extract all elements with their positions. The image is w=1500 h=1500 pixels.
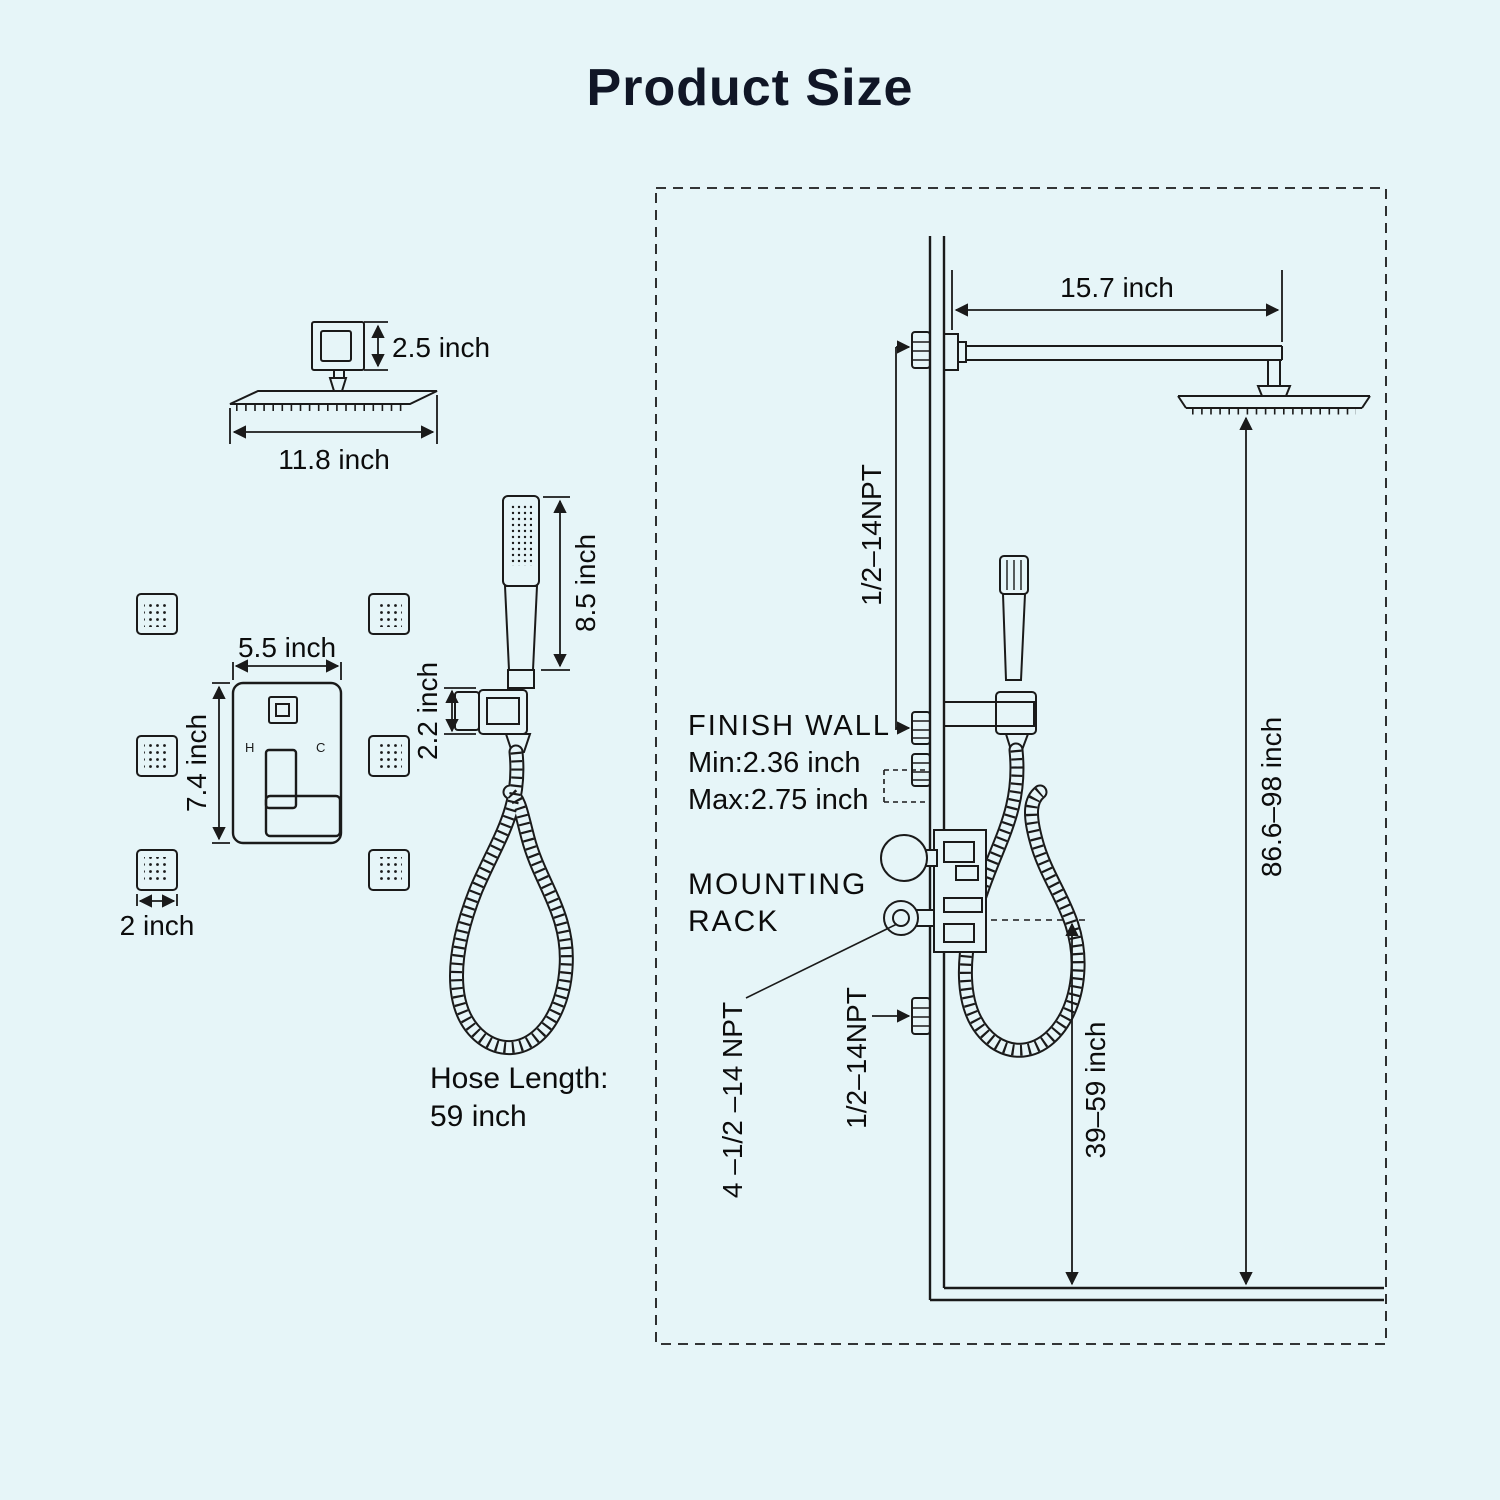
mounting-rack-line2: RACK [688, 905, 780, 938]
mounting-rack-text: MOUNTING RACK [688, 866, 867, 940]
hose-length-label-line2: 59 inch [430, 1100, 527, 1133]
finish-wall-min: Min:2.36 inch [688, 747, 861, 779]
hand-shower-height-label: 39–59 inch [1080, 1021, 1111, 1159]
body-jet [136, 593, 178, 635]
body-jet [136, 735, 178, 777]
body-jet [136, 849, 178, 891]
arm-length-label: 15.7 inch [1060, 272, 1174, 303]
body-jet [368, 735, 410, 777]
body-jet [368, 593, 410, 635]
valve-hot-label: H [245, 740, 254, 755]
valve-thread-label: 4 –1/2 –14 NPT [717, 1001, 748, 1199]
arm-length-dimension [951, 270, 1283, 342]
finish-wall-title: FINISH WALL [688, 710, 892, 742]
top-thread-label: 1/2–14NPT [856, 464, 887, 606]
body-jet-size-label: 2 inch [119, 910, 195, 941]
body-jet [368, 849, 410, 891]
mounting-rack-valve [880, 829, 987, 953]
valve-drawing: H C [212, 659, 343, 845]
rain-head-width-label: 11.8 inch [278, 444, 390, 475]
rain-head-thickness-label: 2.5 inch [392, 332, 491, 363]
hand-shower-length-label: 8.5 inch [570, 533, 601, 633]
hand-shower-installed [943, 555, 1086, 1058]
page-title: Product Size [586, 59, 914, 117]
valve-cold-label: C [316, 740, 325, 755]
finish-wall-text: FINISH WALL Min:2.36 inch Max:2.75 inch [688, 708, 891, 819]
overall-height-label: 86.6–98 inch [1256, 716, 1287, 878]
mounting-rack-line1: MOUNTING [688, 868, 868, 901]
finish-wall-max: Max:2.75 inch [688, 784, 869, 816]
thread-leader-lines [872, 340, 911, 1023]
body-jets-drawing [136, 593, 410, 908]
valve-thread-leader [745, 923, 898, 999]
hose-length-label-line1: Hose Length: [430, 1062, 609, 1095]
installation-diagram [655, 187, 1387, 1345]
shower-arm-and-head [943, 333, 1371, 415]
npt-fittings [911, 331, 931, 1035]
finish-wall-leader [883, 769, 926, 803]
valve-width-label: 5.5 inch [237, 632, 337, 663]
rain-shower-head-drawing [229, 321, 438, 444]
hand-shower-drawing [444, 495, 574, 1056]
holder-height-label: 2.2 inch [412, 661, 443, 761]
bottom-thread-label: 1/2–14NPT [841, 987, 872, 1129]
valve-height-label: 7.4 inch [181, 713, 212, 813]
